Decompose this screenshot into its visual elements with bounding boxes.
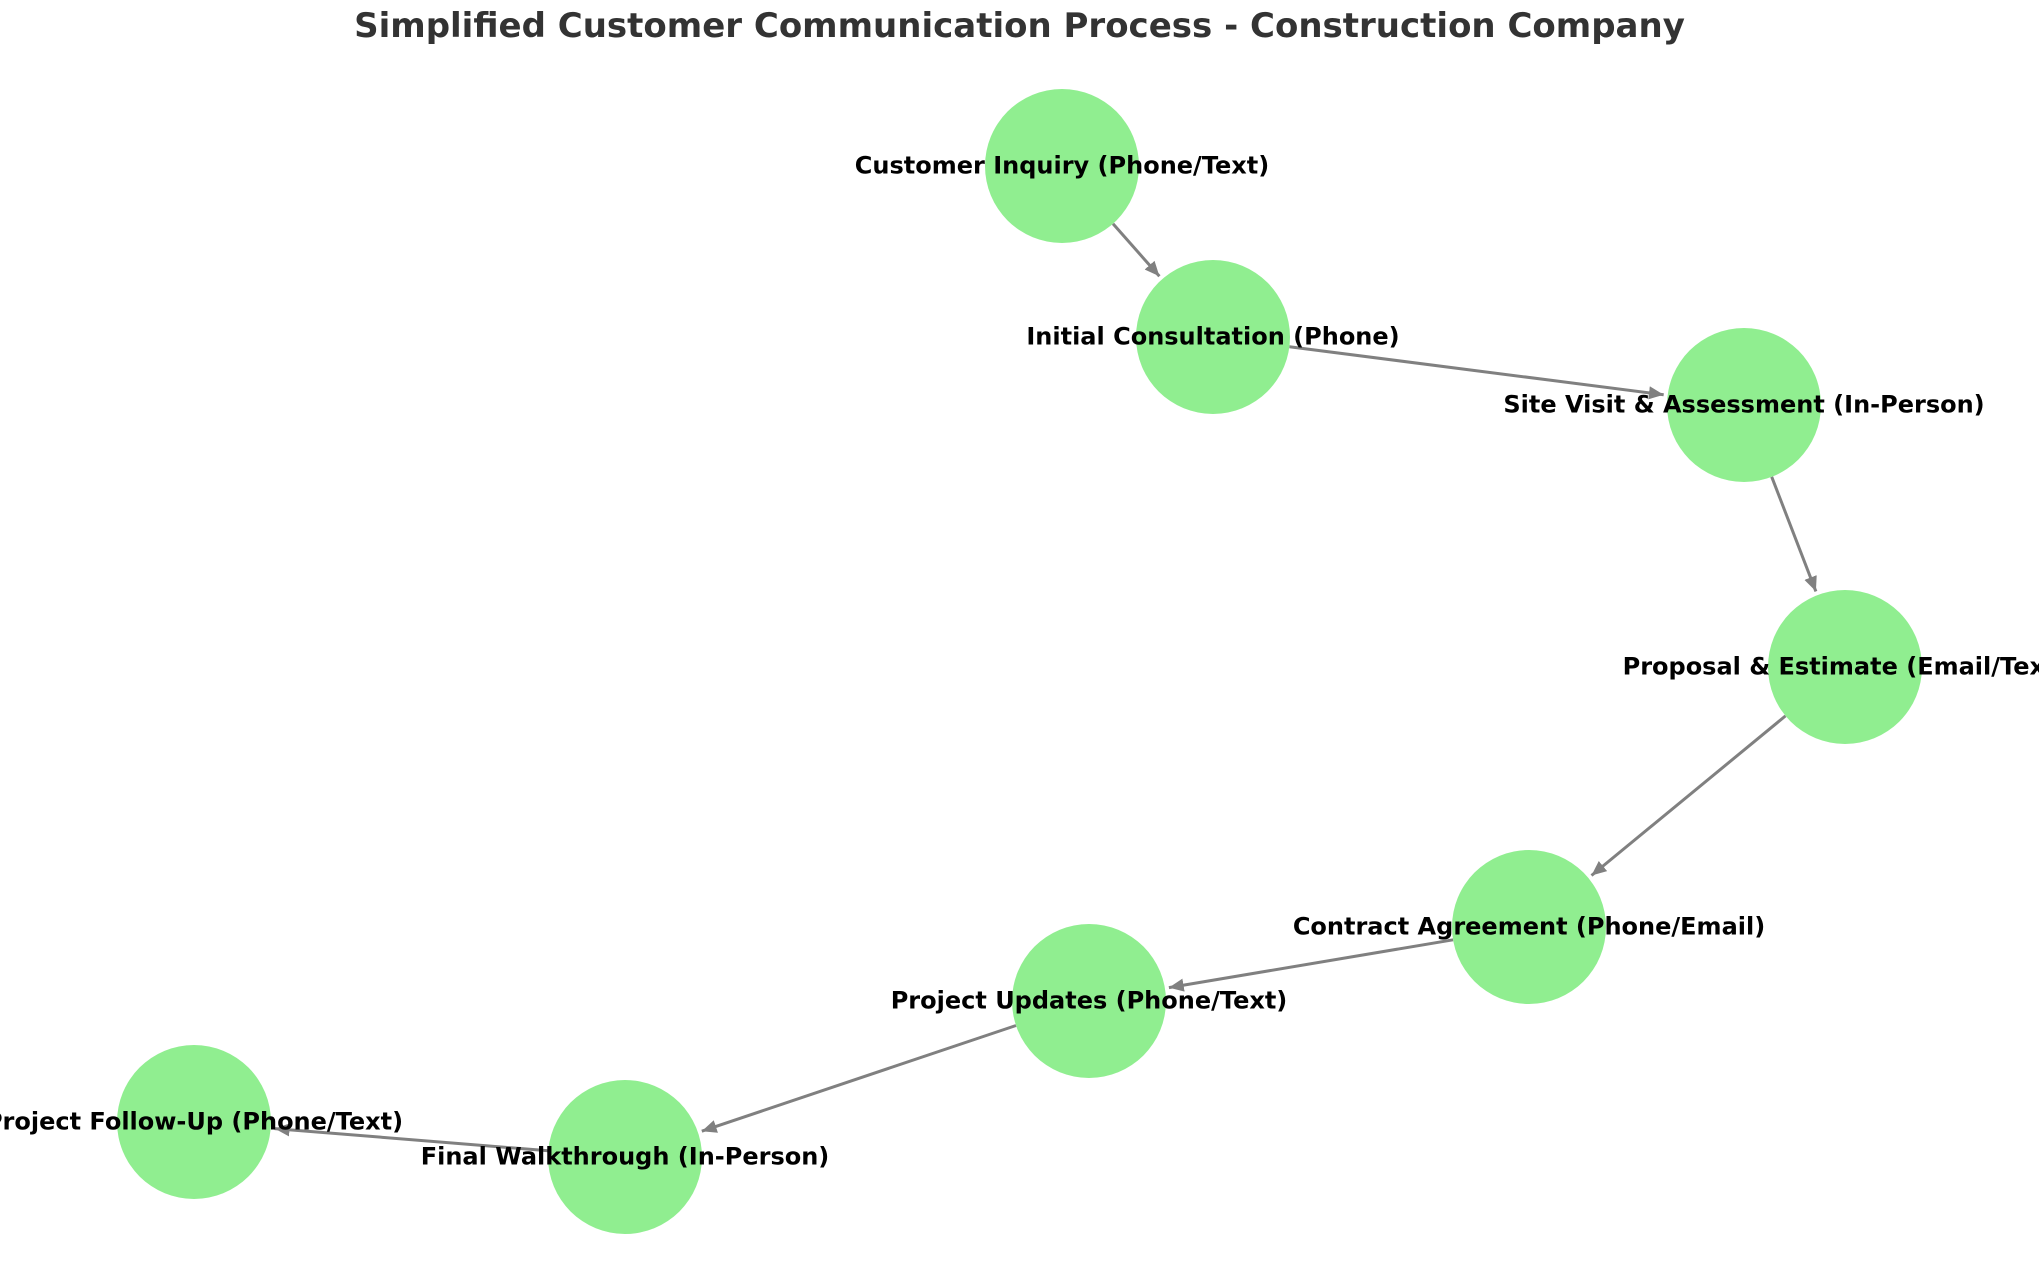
node-project-follow-up <box>117 1045 271 1199</box>
node-final-walkthrough <box>548 1080 702 1234</box>
edge-initial-consultation-to-site-visit-assessment <box>1289 345 1664 400</box>
node-project-updates <box>1012 924 1166 1078</box>
edge-site-visit-assessment-to-proposal-estimate <box>1770 476 1818 592</box>
node-contract-agreement <box>1452 850 1606 1004</box>
edge-proposal-estimate-to-contract-agreement <box>1590 714 1787 877</box>
node-customer-inquiry <box>985 89 1139 243</box>
node-label-project-follow-up: Project Follow-Up (Phone/Text) <box>0 1107 404 1136</box>
node-label-proposal-estimate: Proposal & Estimate (Email/Text) <box>1622 652 2039 681</box>
edge-final-walkthrough-to-project-follow-up <box>274 1123 549 1153</box>
node-initial-consultation <box>1136 260 1290 414</box>
node-label-final-walkthrough: Final Walkthrough (In-Person) <box>420 1142 830 1171</box>
node-label-customer-inquiry: Customer Inquiry (Phone/Text) <box>854 151 1270 180</box>
node-label-project-updates: Project Updates (Phone/Text) <box>890 986 1288 1015</box>
edge-customer-inquiry-to-initial-consultation <box>1111 222 1161 278</box>
diagram-title: Simplified Customer Communication Proces… <box>354 6 1685 46</box>
edge-contract-agreement-to-project-updates <box>1168 938 1454 992</box>
node-label-site-visit-assessment: Site Visit & Assessment (In-Person) <box>1503 390 1985 419</box>
node-proposal-estimate <box>1768 590 1922 744</box>
edge-project-updates-to-final-walkthrough <box>701 1024 1017 1133</box>
node-label-contract-agreement: Contract Agreement (Phone/Email) <box>1292 912 1766 941</box>
node-label-initial-consultation: Initial Consultation (Phone) <box>1026 322 1400 351</box>
node-site-visit-assessment <box>1667 328 1821 482</box>
